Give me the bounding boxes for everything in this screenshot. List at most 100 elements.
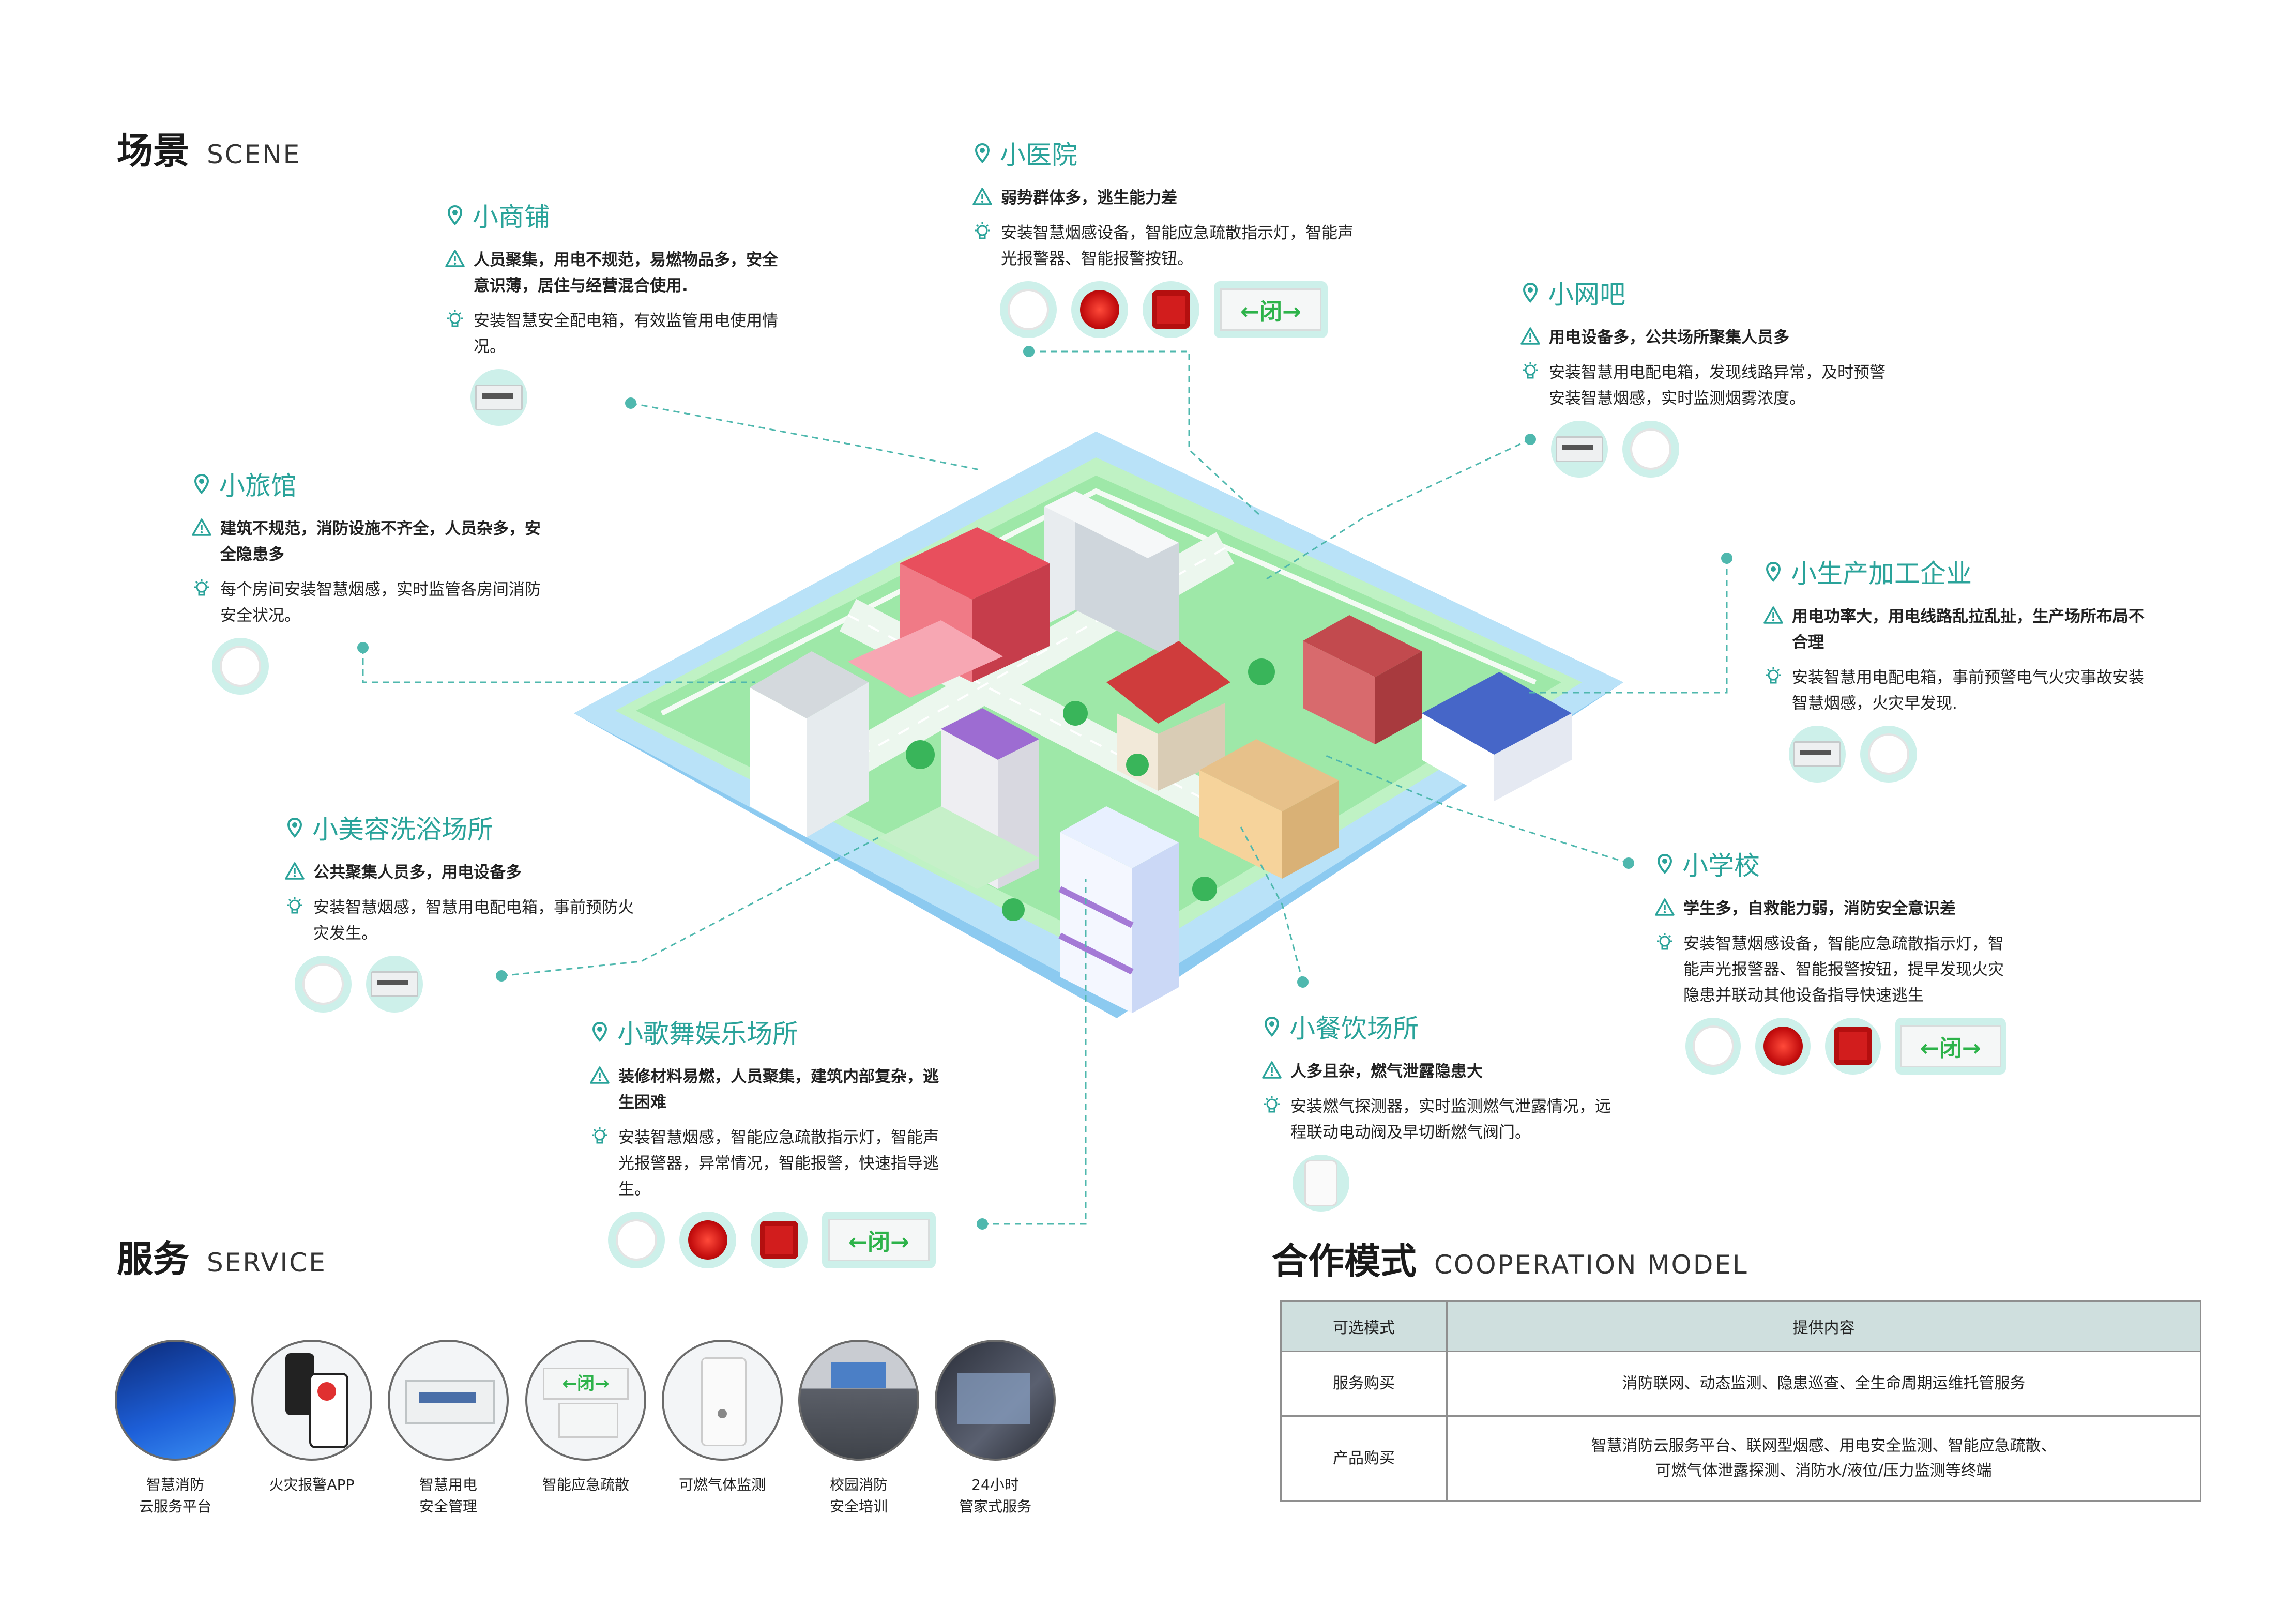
card-title-text: 小网吧 <box>1548 280 1625 310</box>
table-cell: 产品购买 <box>1280 1415 1448 1502</box>
location-pin-icon <box>1654 853 1675 874</box>
service-cloud-platform: 智慧消防 云服务平台 <box>111 1340 240 1518</box>
card-shop-warn: 人员聚集，用电不规范，易燃物品多，安全意识薄，居住与经营混合使用. <box>474 251 778 295</box>
warning-icon <box>445 248 465 269</box>
card-title-text: 小餐饮场所 <box>1289 1014 1419 1044</box>
card-hotel: 小旅馆 建筑不规范，消防设施不齐全，人员杂多，安全隐患多 每个房间安装智慧烟感，… <box>191 465 553 695</box>
warning-icon <box>1261 1060 1282 1080</box>
card-title-text: 小美容洗浴场所 <box>312 815 493 845</box>
card-title-text: 小商铺 <box>473 202 550 232</box>
table-header-row: 可选模式 提供内容 <box>1280 1300 2201 1352</box>
service-title-cn: 服务 <box>117 1238 189 1280</box>
warning-icon <box>972 186 993 207</box>
connector-dot-hotel <box>357 642 369 653</box>
sound-light-alarm-icon <box>679 1212 736 1268</box>
distribution-box-icon <box>1551 421 1608 478</box>
table-cell: 智慧消防云服务平台、联网型烟感、用电安全监测、智能应急疏散、 可燃气体泄露探测、… <box>1446 1415 2201 1502</box>
card-school: 小学校 学生多，自救能力弱，消防安全意识差 安装智慧烟感设备，智能应急疏散指示灯… <box>1654 845 2006 1075</box>
service-emergency-evacuation: ←闭→ 智能应急疏散 <box>521 1340 650 1496</box>
alarm-button-icon <box>1143 281 1199 338</box>
card-shop-title: 小商铺 <box>445 196 786 234</box>
location-pin-icon <box>1261 1016 1282 1037</box>
alarm-button-icon <box>1825 1018 1881 1075</box>
warning-icon <box>589 1065 610 1085</box>
connector-dot-shop <box>625 397 636 409</box>
alarm-button-icon <box>751 1212 808 1268</box>
connector-dot-netcafe <box>1525 434 1536 445</box>
smoke-detector-icon <box>212 638 269 695</box>
lightbulb-icon <box>1763 666 1784 686</box>
table-header: 可选模式 <box>1280 1300 1448 1352</box>
exit-sign-icon: ←闭→ <box>822 1212 936 1268</box>
lightbulb-icon <box>589 1126 610 1146</box>
warning-icon <box>191 517 212 538</box>
table-header: 提供内容 <box>1446 1300 2201 1352</box>
coop-title-cn: 合作模式 <box>1272 1240 1417 1282</box>
card-netcafe-tip: 安装智慧用电配电箱，发现线路异常，及时预警安装智慧烟感，实时监测烟雾浓度。 <box>1549 363 1886 408</box>
connector-dot-hospital <box>1023 346 1035 357</box>
sound-light-alarm-icon <box>1071 281 1128 338</box>
card-ktv: 小歌舞娱乐场所 装修材料易燃，人员聚集，建筑内部复杂，逃生困难 安装智慧烟感，智… <box>589 1013 951 1268</box>
connector-dot-restaurant <box>1297 976 1309 988</box>
card-title-text: 小医院 <box>1000 140 1077 170</box>
location-pin-icon <box>1763 561 1784 582</box>
card-restaurant-tip: 安装燃气探测器，实时监测燃气泄露情况，远程联动电动阀及早切断燃气阀门。 <box>1290 1097 1611 1142</box>
gas-detector-icon <box>662 1340 783 1461</box>
smoke-detector-icon <box>1860 726 1917 783</box>
lightbulb-icon <box>445 309 465 330</box>
training-icon <box>798 1340 919 1461</box>
card-beauty-warn: 公共聚集人员多，用电设备多 <box>313 863 522 882</box>
scene-title-cn: 场景 <box>117 130 189 172</box>
service-label: 可燃气体监测 <box>678 1476 766 1493</box>
table-cell: 服务购买 <box>1280 1351 1448 1417</box>
card-shop: 小商铺 人员聚集，用电不规范，易燃物品多，安全意识薄，居住与经营混合使用. 安装… <box>445 196 786 426</box>
coop-title-en: COOPERATION MODEL <box>1434 1250 1748 1280</box>
card-hospital: 小医院 弱势群体多，逃生能力差 安装智慧烟感设备，智能应急疏散指示灯，智能声光报… <box>972 134 1355 338</box>
smoke-detector-icon <box>1000 281 1057 338</box>
service-fire-app: 火灾报警APP <box>247 1340 376 1496</box>
scene-title: 场景 SCENE <box>117 122 301 174</box>
card-factory: 小生产加工企业 用电功率大，用电线路乱拉乱扯，生产场所布局不合理 安装智慧用电配… <box>1763 553 2156 783</box>
smoke-detector-icon <box>608 1212 665 1268</box>
card-factory-warn: 用电功率大，用电线路乱拉乱扯，生产场所布局不合理 <box>1792 607 2145 652</box>
table-cell: 消防联网、动态监测、隐患巡查、全生命周期运维托管服务 <box>1446 1351 2201 1417</box>
location-pin-icon <box>284 817 305 838</box>
lightbulb-icon <box>1261 1095 1282 1115</box>
distribution-box-icon <box>1789 726 1846 783</box>
service-campus-training: 校园消防 安全培训 <box>794 1340 923 1518</box>
card-netcafe: 小网吧 用电设备多，公共场所聚集人员多 安装智慧用电配电箱，发现线路异常，及时预… <box>1520 274 1892 478</box>
service-24h-butler: 24小时 管家式服务 <box>931 1340 1060 1518</box>
service-label: 校园消防 安全培训 <box>829 1476 888 1515</box>
smoke-detector-icon <box>1685 1018 1741 1075</box>
gas-detector-icon <box>1293 1155 1349 1212</box>
cloud-platform-icon <box>115 1340 236 1461</box>
card-school-warn: 学生多，自救能力弱，消防安全意识差 <box>1683 899 1956 918</box>
service-label: 智能应急疏散 <box>542 1476 629 1493</box>
table-row: 服务购买 消防联网、动态监测、隐患巡查、全生命周期运维托管服务 <box>1280 1351 2201 1417</box>
card-title-text: 小生产加工企业 <box>1791 559 1972 589</box>
warning-icon <box>1763 605 1784 625</box>
connector-dot-beauty <box>496 970 507 982</box>
service-electric-safety: 智慧用电 安全管理 <box>384 1340 513 1518</box>
card-hospital-warn: 弱势群体多，逃生能力差 <box>1001 189 1177 207</box>
card-hotel-tip: 每个房间安装智慧烟感，实时监管各房间消防安全状况。 <box>220 580 541 625</box>
cooperation-table: 可选模式 提供内容 服务购买 消防联网、动态监测、隐患巡查、全生命周期运维托管服… <box>1280 1300 2201 1502</box>
card-beauty-tip: 安装智慧烟感，智慧用电配电箱，事前预防火灾发生。 <box>313 898 634 943</box>
card-beauty: 小美容洗浴场所 公共聚集人员多，用电设备多 安装智慧烟感，智慧用电配电箱，事前预… <box>284 809 636 1013</box>
connector-dot-ktv <box>977 1218 988 1230</box>
warning-icon <box>1520 326 1541 346</box>
table-row: 产品购买 智慧消防云服务平台、联网型烟感、用电安全监测、智能应急疏散、 可燃气体… <box>1280 1415 2201 1502</box>
smoke-detector-icon <box>1622 421 1679 478</box>
service-icon <box>935 1340 1056 1461</box>
exit-sign-icon: ←闭→ <box>1895 1018 2006 1075</box>
connector-dot-factory <box>1721 553 1732 564</box>
card-hospital-tip: 安装智慧烟感设备，智能应急疏散指示灯，智能声光报警器、智能报警按钮。 <box>1001 224 1354 268</box>
service-title-en: SERVICE <box>207 1248 327 1278</box>
sound-light-alarm-icon <box>1755 1018 1811 1075</box>
card-hotel-warn: 建筑不规范，消防设施不齐全，人员杂多，安全隐患多 <box>220 519 541 564</box>
card-title-text: 小学校 <box>1682 851 1760 881</box>
service-label: 智慧用电 安全管理 <box>419 1476 477 1515</box>
distribution-box-icon <box>388 1340 509 1461</box>
location-pin-icon <box>445 205 465 225</box>
